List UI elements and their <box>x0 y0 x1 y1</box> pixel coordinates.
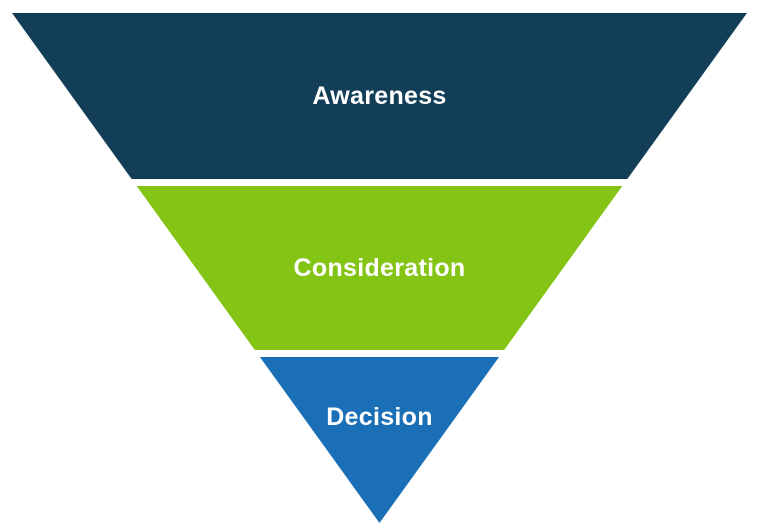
funnel-stage-decision: Decision <box>12 357 747 523</box>
funnel-stage-awareness: Awareness <box>12 13 747 179</box>
funnel-stage-consideration: Consideration <box>12 186 747 350</box>
funnel-stage-awareness-label: Awareness <box>312 82 447 110</box>
funnel-separator-1 <box>12 179 747 186</box>
funnel-stage-decision-label: Decision <box>326 403 433 431</box>
marketing-funnel-diagram: Awareness Consideration Decision <box>12 13 747 523</box>
funnel-separator-2 <box>12 350 747 357</box>
funnel-stage-consideration-label: Consideration <box>293 254 466 282</box>
